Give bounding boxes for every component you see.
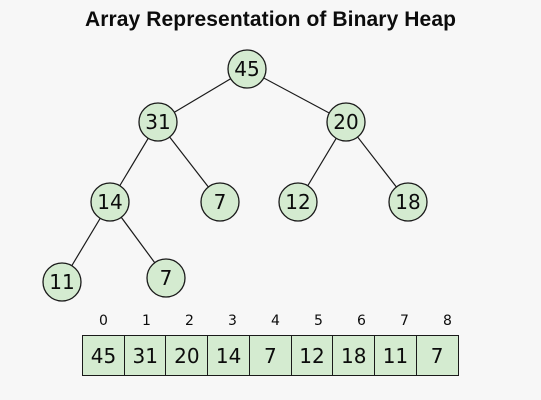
array-cell: 14	[207, 335, 251, 376]
array-index: 3	[228, 313, 237, 329]
array-index: 2	[185, 313, 194, 329]
heap-node-8-value: 7	[160, 266, 173, 290]
heap-node-8: 7	[146, 258, 186, 298]
array-cell: 45	[82, 335, 125, 376]
array-index: 1	[142, 313, 151, 329]
heap-node-6-value: 18	[395, 190, 420, 214]
heap-node-3: 14	[90, 182, 130, 222]
array-index: 4	[271, 313, 280, 329]
heap-array: 45 31 20 14 7 12 18 11 7	[82, 335, 459, 376]
array-cell: 7	[248, 335, 292, 376]
heap-node-4: 7	[200, 182, 240, 222]
heap-node-0: 45	[227, 49, 267, 89]
array-index: 5	[314, 313, 323, 329]
tree-edges	[61, 68, 409, 283]
heap-node-7-value: 11	[49, 270, 74, 294]
heap-node-7: 11	[42, 262, 82, 302]
array-index-row: 0 1 2 3 4 5 6 7 8	[82, 313, 469, 329]
array-cell: 31	[123, 335, 167, 376]
heap-node-2: 20	[326, 102, 366, 142]
heap-node-6: 18	[388, 182, 428, 222]
array-cell: 11	[373, 335, 417, 376]
array-index: 8	[443, 313, 452, 329]
heap-node-3-value: 14	[97, 190, 122, 214]
diagram-title: Array Representation of Binary Heap	[84, 8, 457, 31]
array-cell: 7	[415, 335, 459, 376]
array-cell: 12	[290, 335, 334, 376]
heap-node-0-value: 45	[234, 57, 259, 81]
heap-node-1-value: 31	[145, 110, 170, 134]
array-index: 0	[99, 313, 108, 329]
heap-node-2-value: 20	[333, 110, 358, 134]
array-index: 7	[400, 313, 409, 329]
array-cell: 18	[332, 335, 376, 376]
heap-node-5: 12	[278, 182, 318, 222]
array-index: 6	[357, 313, 366, 329]
heap-node-1: 31	[138, 102, 178, 142]
heap-node-5-value: 12	[285, 190, 310, 214]
heap-node-4-value: 7	[214, 190, 227, 214]
array-cell: 20	[165, 335, 209, 376]
